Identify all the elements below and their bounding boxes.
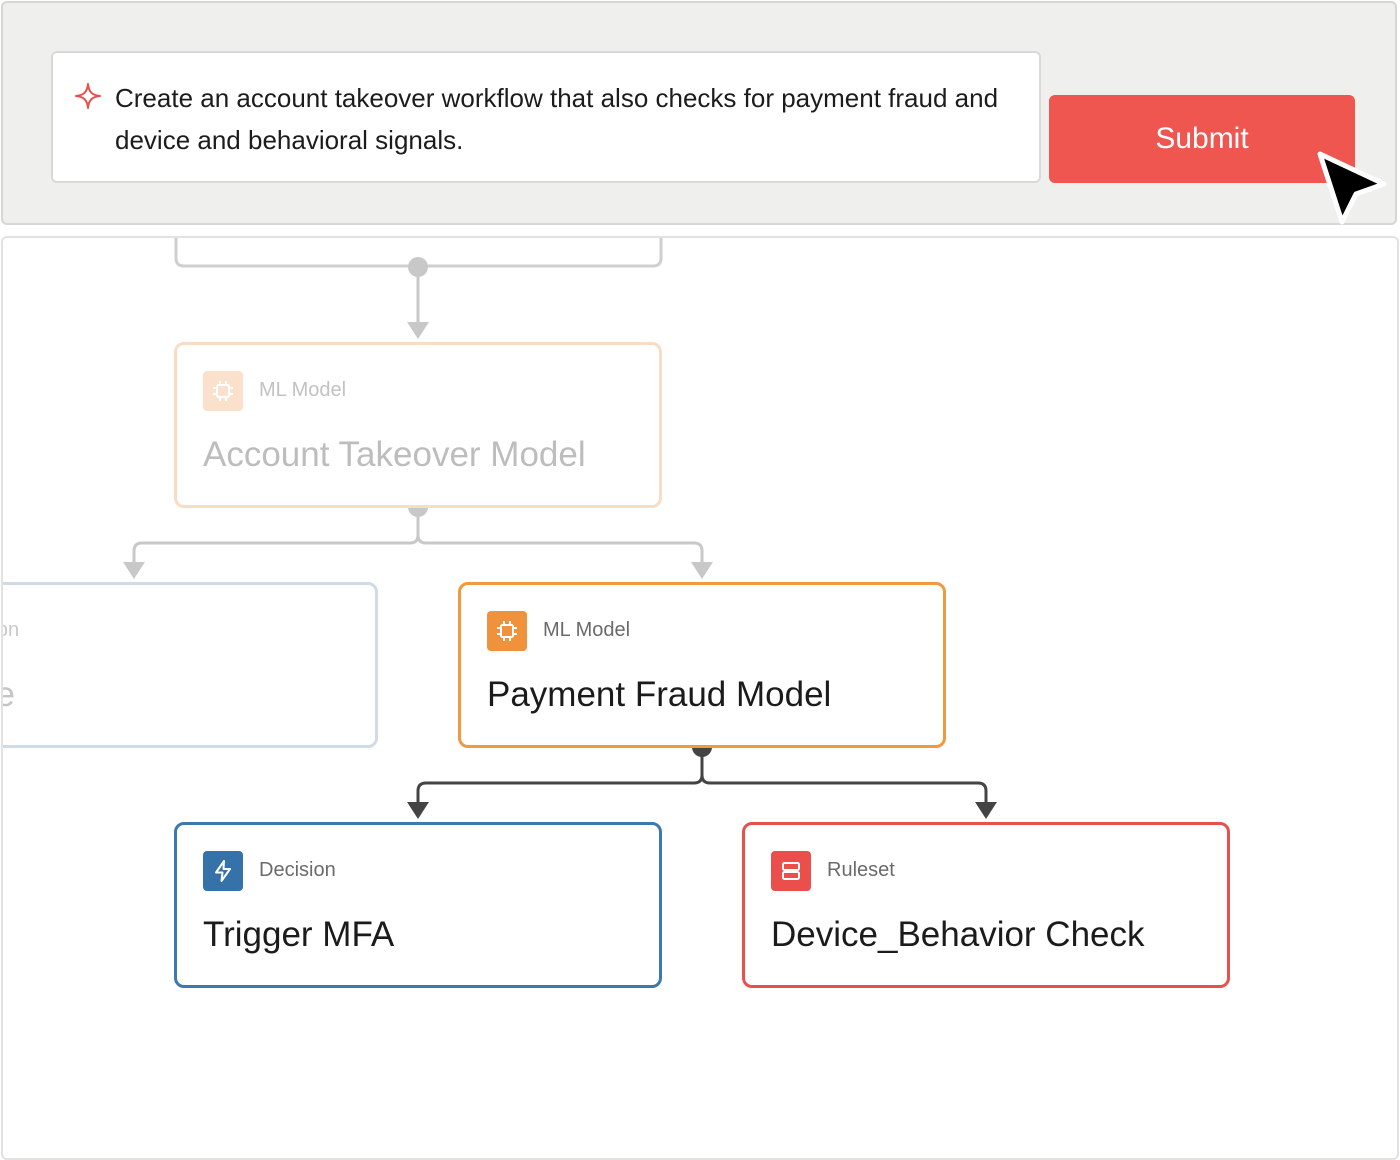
node-trigger-mfa[interactable]: Decision Trigger MFA [174,822,662,988]
node-title: Device_Behavior Check [771,915,1145,954]
sparkle-icon [75,83,101,109]
arrowhead [407,802,429,819]
arrowhead [123,562,145,579]
node-payment-fraud-model[interactable]: ML Model Payment Fraud Model [458,582,946,748]
node-type-label: cision [3,619,20,641]
cursor-arrow-icon [1317,151,1387,225]
lightning-icon [203,851,243,891]
arrowhead [975,802,997,819]
prompt-input[interactable]: Create an account takeover workflow that… [51,51,1041,183]
node-title: Trigger MFA [203,915,395,954]
node-type-label: ML Model [543,619,631,641]
arrowhead [691,562,713,579]
prompt-text[interactable]: Create an account takeover workflow that… [115,83,999,155]
node-type-label: Decision [259,859,336,881]
submit-button[interactable]: Submit [1049,95,1355,183]
node-title: ne [3,675,15,715]
arrowhead [407,322,429,339]
node-left-decision[interactable]: cision ne [3,582,378,748]
node-device-behavior-check[interactable]: Ruleset Device_Behavior Check [742,822,1230,988]
chip-icon [203,371,243,411]
edge-ato-split [132,507,704,564]
node-title: Payment Fraud Model [487,675,832,714]
chip-icon [487,611,527,651]
node-type-label: Ruleset [827,859,895,881]
prompt-panel: Create an account takeover workflow that… [1,1,1397,225]
workflow-canvas[interactable]: ML Model Account Takeover Model cision n… [1,236,1399,1160]
node-account-takeover-model[interactable]: ML Model Account Takeover Model [174,342,662,508]
edge-pf-split [416,747,988,804]
ruleset-icon [771,851,811,891]
node-title: Account Takeover Model [203,435,586,474]
node-type-label: ML Model [259,379,347,401]
